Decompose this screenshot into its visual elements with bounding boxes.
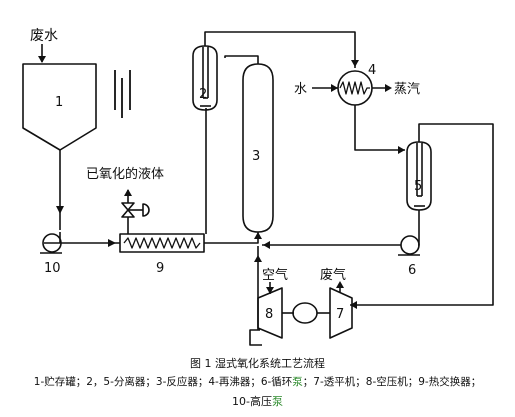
reactor-to-separator-pipe bbox=[224, 55, 259, 64]
reboiler-number: 4 bbox=[368, 63, 376, 78]
tank-outlet-arrow-icon bbox=[56, 206, 64, 214]
compressor-number: 8 bbox=[265, 307, 273, 322]
separator-2 bbox=[192, 45, 218, 111]
reboiler-to-separator-pipe bbox=[354, 105, 405, 151]
recycle-arrow-icon bbox=[263, 241, 270, 249]
tank-number: 1 bbox=[55, 95, 63, 110]
waste-water-label: 废水 bbox=[30, 28, 58, 44]
air-label: 空气 bbox=[262, 267, 288, 283]
water-arrow-icon bbox=[331, 84, 338, 92]
figure-caption-legend-cont: 10-高压泵 bbox=[0, 393, 515, 409]
waste-gas-label: 废气 bbox=[320, 267, 346, 283]
exchanger-to-reactor-pipe bbox=[204, 232, 259, 244]
steam-label: 蒸汽 bbox=[394, 82, 420, 97]
separator-2-number: 2 bbox=[199, 87, 207, 102]
legend-pump-highlight-2: 泵 bbox=[271, 395, 283, 408]
reactor-feed-arrow-icon bbox=[254, 232, 262, 239]
figure-caption-legend: 1-贮存罐；2，5-分离器；3-反应器；4-再沸器；6-循环泵；7-透平机；8-… bbox=[0, 374, 515, 389]
separator-5-gas-pipe bbox=[350, 123, 494, 306]
separator-5-feed-arrow-icon bbox=[398, 146, 405, 154]
legend-pump-highlight: 泵 bbox=[292, 376, 303, 388]
oxidized-liquid-arrow-icon bbox=[124, 189, 132, 196]
pump-6-number: 6 bbox=[408, 263, 416, 278]
turbine-number: 7 bbox=[336, 307, 344, 322]
gas-arrow-icon bbox=[351, 60, 359, 67]
reactor-number: 3 bbox=[252, 149, 260, 164]
valve-icon bbox=[121, 202, 150, 218]
legend-part-c: ；7-透平机；8-空压机；9-热交换器； bbox=[302, 376, 482, 388]
legend-part-d: 10-高压 bbox=[232, 395, 272, 408]
exchanger-number: 9 bbox=[156, 261, 164, 276]
waste-water-arrow-icon bbox=[38, 56, 46, 63]
motor bbox=[282, 302, 330, 324]
oxidized-liquid-label: 已氧化的液体 bbox=[86, 166, 164, 182]
waste-gas-arrow-icon bbox=[336, 281, 344, 288]
level-lines bbox=[114, 70, 131, 118]
turbine-7 bbox=[329, 287, 353, 339]
heat-exchanger-9 bbox=[119, 233, 205, 253]
high-pressure-pump-10 bbox=[40, 232, 62, 254]
legend-part-a: 1-贮存罐；2，5-分离器；3-反应器；4-再沸器；6-循环 bbox=[33, 376, 293, 388]
steam-arrow-icon bbox=[385, 84, 392, 92]
separator-5 bbox=[406, 141, 432, 211]
figure-caption-title: 图 1 湿式氧化系统工艺流程 bbox=[190, 357, 325, 370]
circulation-pump-6 bbox=[398, 235, 420, 256]
water-label: 水 bbox=[294, 82, 307, 97]
reactor-3 bbox=[242, 63, 274, 233]
feed-arrow-icon bbox=[108, 239, 116, 247]
air-arrow-icon bbox=[266, 287, 274, 294]
pump-10-number: 10 bbox=[44, 261, 61, 276]
separator-2-gas-pipe bbox=[204, 31, 356, 68]
reboiler-4 bbox=[337, 70, 373, 106]
compressed-air-pipe bbox=[249, 329, 262, 346]
turbine-feed-arrow-icon bbox=[350, 301, 357, 309]
compressed-air-arrow-icon bbox=[254, 255, 262, 262]
storage-tank-1 bbox=[22, 63, 97, 151]
separator-5-number: 5 bbox=[414, 179, 422, 194]
